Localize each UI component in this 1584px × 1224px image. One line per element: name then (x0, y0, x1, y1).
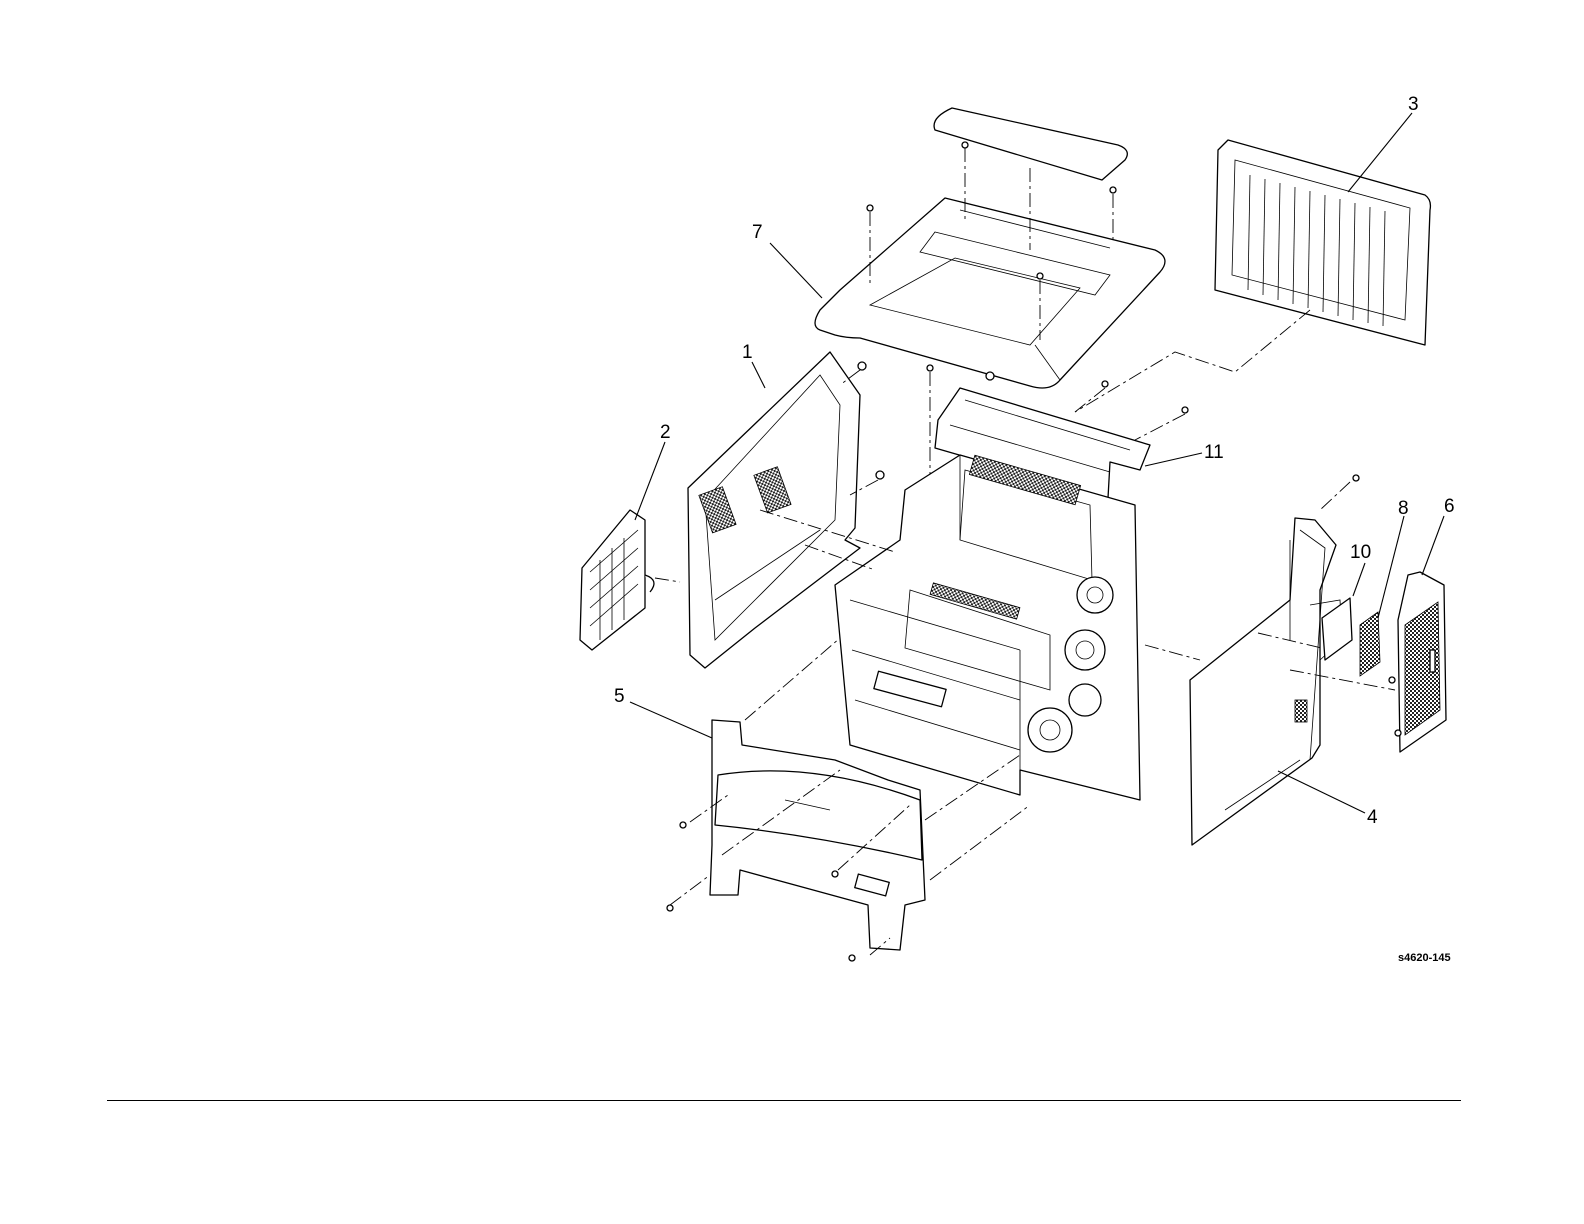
callout-1: 1 (742, 342, 753, 363)
small-plate-part (1322, 598, 1352, 660)
callout-2: 2 (660, 422, 671, 443)
right-grille-part (1389, 572, 1446, 752)
callout-11: 11 (1204, 442, 1224, 463)
figure-id: s4620-145 (1398, 952, 1451, 964)
callout-7: 7 (752, 222, 763, 243)
callout-6: 6 (1444, 496, 1455, 517)
top-cover-part (815, 108, 1165, 388)
left-grille-part (580, 510, 680, 650)
footer-rule (107, 1100, 1461, 1101)
callout-3: 3 (1408, 94, 1419, 115)
callout-8: 8 (1398, 498, 1409, 519)
filter-part (1360, 612, 1380, 676)
callout-4: 4 (1367, 807, 1378, 828)
callout-10: 10 (1350, 542, 1371, 563)
printer-frame (835, 455, 1140, 800)
callout-5: 5 (614, 686, 625, 707)
right-cover-part (1145, 475, 1395, 845)
